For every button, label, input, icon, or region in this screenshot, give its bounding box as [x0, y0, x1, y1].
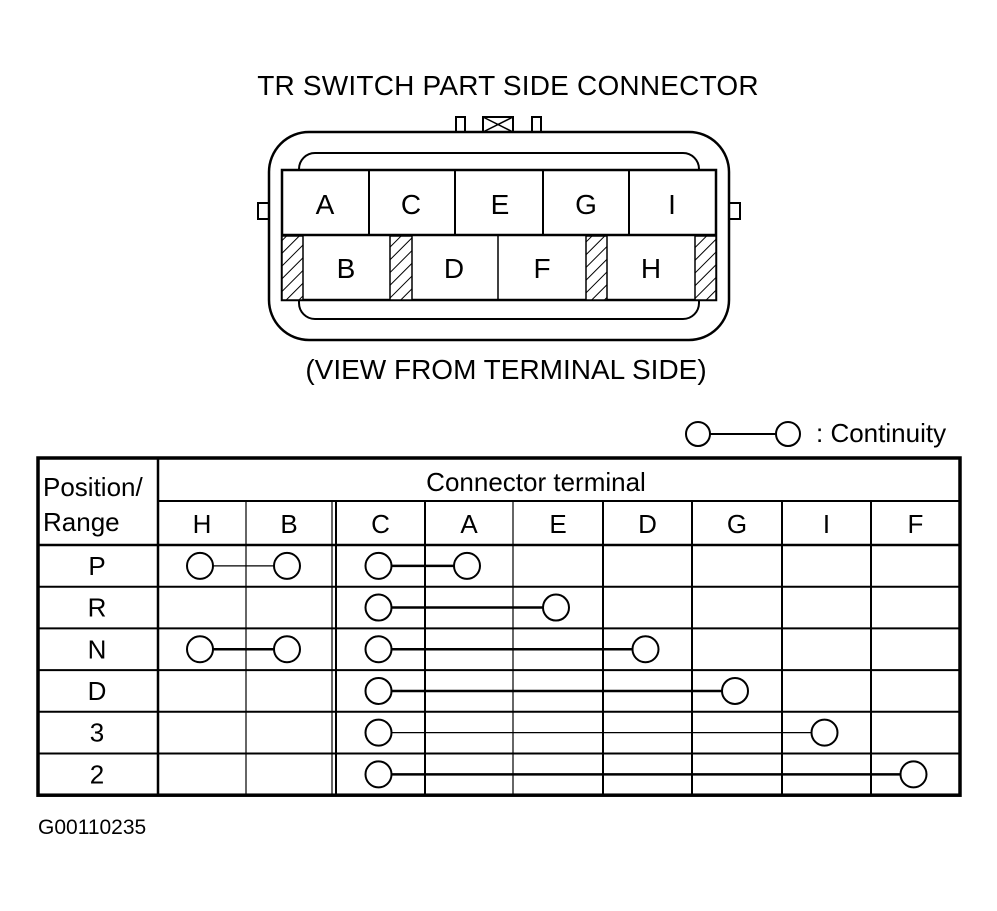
continuity-node-C [364, 760, 393, 789]
continuity-node-F [899, 760, 928, 789]
column-header-H: H [193, 509, 212, 539]
continuity-node-G [721, 676, 749, 705]
continuity-node-C [364, 593, 393, 622]
terminal-B: B [337, 253, 356, 284]
hatched-blank-3 [585, 235, 608, 301]
continuity-R-C-E [364, 593, 570, 622]
continuity-node-E [542, 593, 570, 622]
terminal-F: F [533, 253, 550, 284]
column-header-C: C [371, 509, 390, 539]
row-label-N: N [88, 634, 107, 664]
row-label-P: P [88, 551, 105, 581]
group-header-connector-terminal: Connector terminal [426, 467, 646, 497]
column-header-E: E [549, 509, 566, 539]
continuity-2-C-F [364, 760, 928, 789]
column-header-F: F [908, 509, 924, 539]
terminal-D: D [444, 253, 464, 284]
terminal-E: E [491, 189, 510, 220]
hatched-blank-2 [389, 235, 413, 301]
continuity-P-C-A [364, 551, 481, 580]
view-caption: (VIEW FROM TERMINAL SIDE) [305, 354, 707, 385]
figure-id: G00110235 [38, 816, 147, 839]
continuity-node-C [364, 718, 393, 747]
column-header-G: G [727, 509, 747, 539]
continuity-D-C-G [364, 676, 749, 705]
row-label-3: 3 [90, 718, 104, 748]
table-border [36, 456, 962, 797]
corner-header-range: Range [43, 507, 120, 537]
legend-label: : Continuity [816, 418, 947, 448]
column-header-D: D [638, 509, 657, 539]
row-label-2: 2 [90, 759, 104, 789]
hatched-blank-4 [694, 235, 717, 301]
terminal-C: C [401, 189, 421, 220]
continuity-node-C [364, 635, 393, 664]
continuity-N-C-D [364, 635, 660, 664]
continuity-legend-symbol [685, 421, 801, 447]
continuity-node-C [364, 551, 393, 580]
row-label-D: D [88, 676, 107, 706]
column-header-B: B [280, 509, 297, 539]
terminal-A: A [316, 189, 335, 220]
continuity-node-I [810, 718, 839, 747]
diagram-title: TR SWITCH PART SIDE CONNECTOR [257, 70, 759, 101]
legend-circle-right [775, 421, 801, 447]
continuity-node-D [631, 635, 660, 664]
column-header-A: A [460, 509, 478, 539]
terminal-H: H [641, 253, 661, 284]
hatched-blank-1 [281, 235, 304, 301]
terminal-G: G [575, 189, 597, 220]
continuity-node-H [186, 635, 214, 664]
continuity-P-H-B [186, 551, 301, 580]
continuity-node-H [186, 551, 214, 580]
outer-shell [267, 130, 731, 342]
terminal-I: I [668, 189, 676, 220]
continuity-node-A [453, 551, 481, 580]
continuity-N-H-B [186, 635, 301, 664]
continuity-3-C-I [364, 718, 839, 747]
continuity-node-B [273, 551, 301, 580]
continuity-node-C [364, 676, 393, 705]
column-header-I: I [823, 509, 830, 539]
corner-header-position: Position/ [43, 472, 143, 502]
row-label-R: R [88, 593, 107, 623]
continuity-node-B [273, 635, 301, 664]
